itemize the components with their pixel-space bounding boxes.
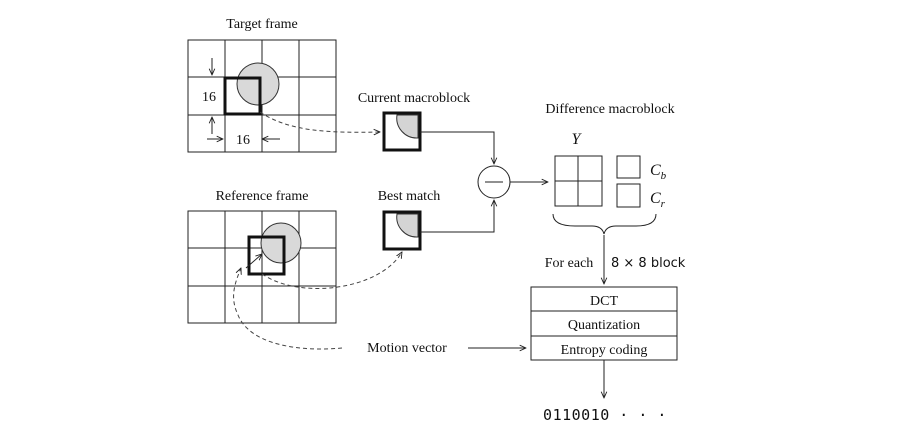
dimension-horizontal-label: 16 [236,133,250,148]
current-macroblock-label: Current macroblock [358,91,470,106]
best-match-label: Best match [378,189,441,204]
difference-brace [552,213,657,235]
pipeline-step-quantization: Quantization [568,318,640,333]
target-macroblock-highlight [223,76,262,116]
current-to-subtractor-line [420,131,494,164]
target-object-circle [236,62,280,106]
pipeline-step-entropy-coding: Entropy coding [561,343,648,358]
reference-frame-grid [187,210,337,324]
best-match-to-subtractor-line [420,200,494,233]
output-bitstream: 0110010 · · · [543,406,667,424]
motion-vector-dashed-arrow [233,268,343,350]
target-frame-label: Target frame [226,17,297,32]
motion-vector-small-arrow [245,254,262,269]
reference-best-match-highlight [247,235,286,276]
pipeline-step-dct: DCT [590,294,618,309]
difference-macroblock-label: Difference macroblock [545,102,674,117]
reference-object-circle [260,222,302,264]
reference-to-best-match-dashed-arrow [261,252,402,289]
target-to-current-dashed-arrow [259,111,380,132]
cr-component-box [616,183,641,208]
current-macroblock-shape [396,114,419,139]
target-frame-grid [187,39,337,153]
best-match-shape [396,213,419,238]
block-size-label: 8 × 8 block [611,256,686,271]
best-match-box [382,210,422,251]
cb-component-label: Cb [650,162,667,182]
cr-component-label: Cr [650,190,666,210]
dimension-vertical-label: 16 [202,90,216,105]
motion-vector-label: Motion vector [367,341,447,356]
for-each-label: For each [545,256,594,271]
cb-component-box [616,155,641,179]
y-component-grid [554,155,603,207]
reference-frame-label: Reference frame [216,189,309,204]
y-component-label: Y [572,131,583,148]
